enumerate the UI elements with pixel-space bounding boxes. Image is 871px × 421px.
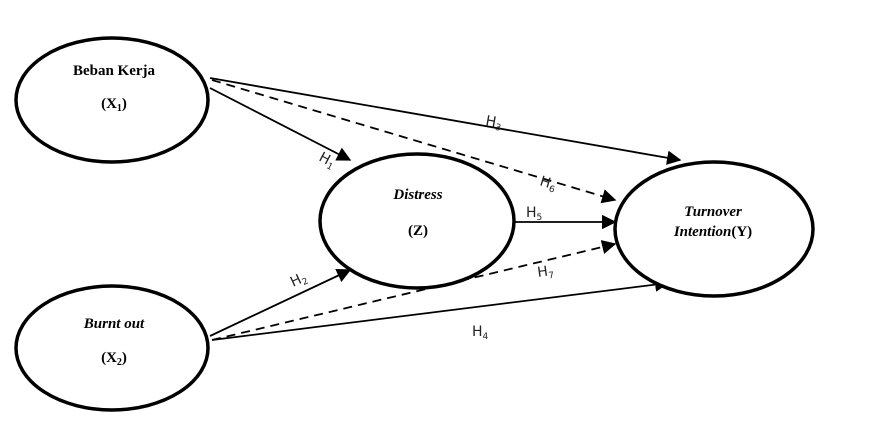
node-x1-name: Beban Kerja	[73, 63, 156, 79]
label-h7: H7	[536, 263, 555, 283]
node-x2: Burnt out (X2)	[14, 284, 210, 412]
node-x1-code: (X1)	[101, 96, 127, 114]
node-z-name: Distress	[392, 187, 442, 203]
node-x1: Beban Kerja (X1)	[14, 36, 210, 164]
edge-x2-y-mediated	[211, 239, 617, 341]
label-h4: H4	[472, 324, 489, 342]
label-h1: H1	[315, 149, 338, 173]
edge-x1-y	[209, 77, 682, 165]
node-x2-name: Burnt out	[83, 316, 145, 332]
node-y-line2: Intention(Y)	[673, 224, 752, 240]
node-z: Distress (Z)	[318, 152, 516, 290]
edge-x2-z	[209, 269, 352, 337]
node-y: Turnover Intention(Y)	[613, 160, 815, 298]
label-h6: H6	[537, 174, 558, 196]
label-h2: H2	[288, 269, 310, 292]
node-y-line1: Turnover	[684, 204, 742, 220]
edge-x2-y	[211, 277, 670, 341]
edge-x1-y-mediated	[211, 79, 617, 204]
label-h5: H5	[526, 205, 542, 223]
node-z-code: (Z)	[408, 223, 428, 239]
edge-x1-z	[209, 87, 352, 161]
label-h3: H3	[484, 113, 503, 134]
node-x2-code: (X2)	[101, 350, 127, 368]
